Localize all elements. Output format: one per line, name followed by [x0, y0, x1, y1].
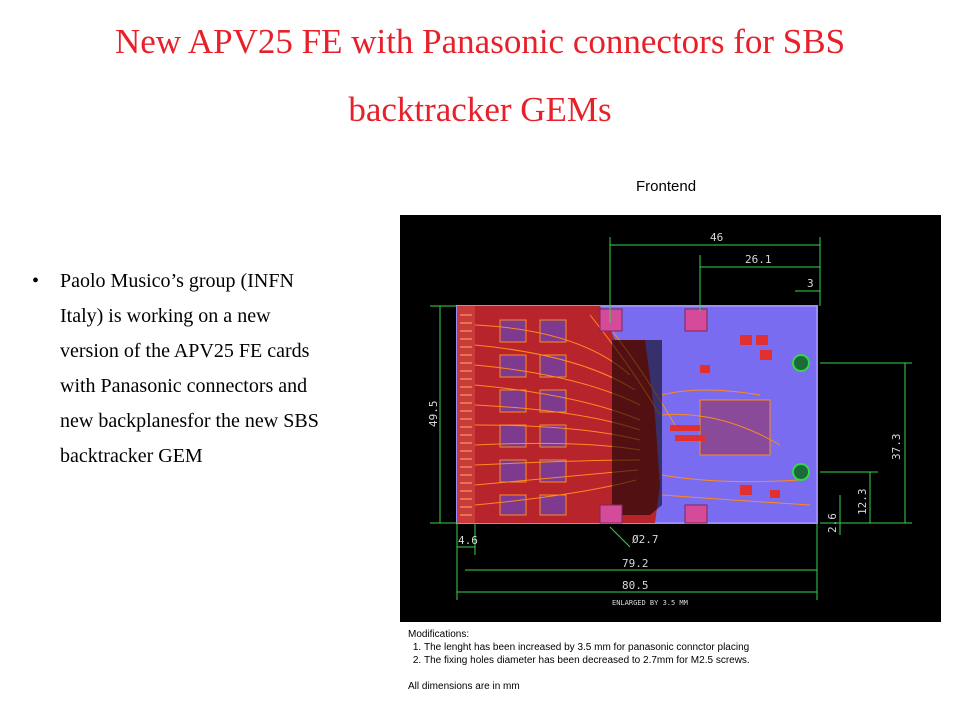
component-block: [699, 399, 771, 456]
modifications-notes: Modifications: The lenght has been incre…: [408, 628, 928, 693]
modifications-list: The lenght has been increased by 3.5 mm …: [408, 641, 928, 667]
dim-26-1: 26.1: [745, 253, 772, 266]
dim-enlarged-note: ENLARGED BY 3.5 MM: [612, 599, 688, 607]
traces-right: [661, 389, 811, 506]
connector-area: [457, 306, 475, 523]
bullet-list: • Paolo Musico’s group (INFN Italy) is w…: [28, 264, 348, 474]
dim-3: 3: [807, 277, 814, 290]
component-pads: [670, 335, 780, 498]
dim-80-5: 80.5: [622, 579, 649, 592]
dimension-labels: 46 26.1 3 49.5 37.3 12.3 2.6 4.6 Ø2.7 79…: [427, 231, 903, 607]
dim-4-6: 4.6: [458, 534, 478, 547]
connector-pins: [460, 314, 472, 516]
mounting-pads: [599, 308, 708, 524]
modifications-header: Modifications:: [408, 629, 470, 640]
dim-2-6: 2.6: [826, 513, 839, 533]
slide-title-line-1: New APV25 FE with Panasonic connectors f…: [114, 22, 846, 61]
slide-title-line-2: backtracker GEMs: [348, 90, 612, 129]
pcb-drawing: 46 26.1 3 49.5 37.3 12.3 2.6 4.6 Ø2.7 79…: [427, 231, 912, 607]
bullet-text: Paolo Musico’s group (INFN Italy) is wor…: [60, 270, 319, 467]
dim-37-3: 37.3: [890, 434, 903, 461]
pcb-layout-figure: 46 26.1 3 49.5 37.3 12.3 2.6 4.6 Ø2.7 79…: [400, 215, 941, 622]
mounting-holes: [792, 354, 810, 481]
dim-79-2: 79.2: [622, 557, 649, 570]
dim-hole: Ø2.7: [632, 533, 659, 546]
board-cutout: [612, 340, 662, 515]
modifications-footer: All dimensions are in mm: [408, 681, 520, 692]
dim-49-5: 49.5: [427, 401, 440, 428]
bullet-dot-icon: •: [32, 270, 40, 292]
modification-item: The lenght has been increased by 3.5 mm …: [424, 641, 928, 654]
bullet-item: • Paolo Musico’s group (INFN Italy) is w…: [28, 264, 348, 474]
dimension-lines: [430, 237, 912, 600]
figure-caption: Frontend: [636, 178, 697, 195]
dim-46: 46: [710, 231, 723, 244]
modification-item: The fixing holes diameter has been decre…: [424, 654, 928, 667]
dim-12-3: 12.3: [856, 489, 869, 516]
